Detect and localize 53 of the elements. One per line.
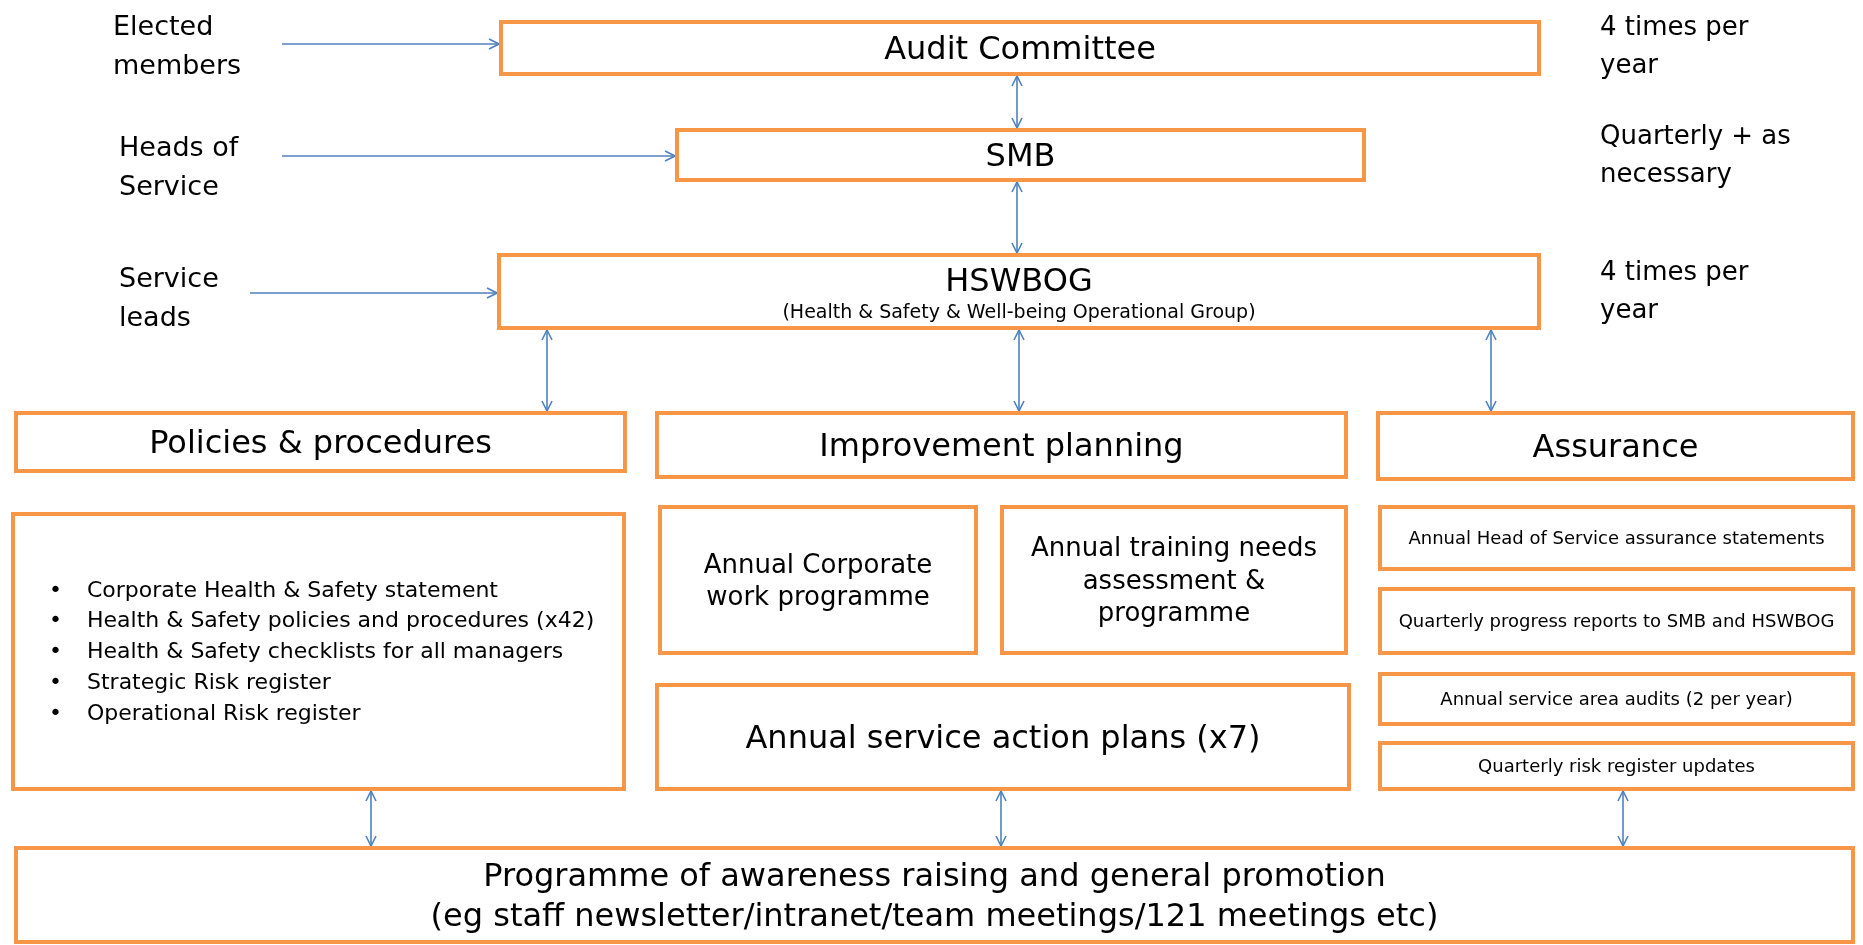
double-arrow [365, 790, 377, 847]
process-box [1378, 587, 1855, 655]
box-title: Annual Corporate work programme [702, 547, 934, 613]
box-title: Audit Committee [883, 28, 1157, 68]
box-title: Programme of awareness raising and general promotion [482, 855, 1387, 895]
double-arrow [995, 790, 1007, 847]
process-box [14, 846, 1855, 944]
double-arrow [541, 329, 553, 412]
role-label: Elected members [113, 4, 282, 86]
box-subtitle: (Health & Safety & Well-being Operational Group) [781, 299, 1257, 324]
role-label: Service leads [119, 255, 250, 339]
box-title: Quarterly risk register updates [1477, 754, 1756, 778]
box-title: Annual service area audits (2 per year) [1439, 687, 1794, 711]
process-box [1378, 741, 1855, 791]
list-item: • Corporate Health & Safety statement [49, 575, 499, 604]
double-arrow [1011, 181, 1023, 254]
box-title: Improvement planning [818, 425, 1185, 465]
box-subtitle: (eg staff newsletter/intranet/team meetings/121 meetings etc) [429, 895, 1440, 935]
box-title: Annual training needs assessment & programme [1029, 531, 1319, 629]
list-item: • Operational Risk register [49, 698, 362, 727]
double-arrow [1617, 790, 1629, 847]
list-panel [11, 512, 626, 791]
box-title: HSWBOG [944, 259, 1094, 300]
list-item: • Strategic Risk register [49, 667, 332, 696]
double-arrow [1485, 329, 1497, 412]
box-title: SMB [984, 135, 1057, 175]
frequency-note: 4 times per year [1600, 255, 1750, 326]
box-title: Annual service action plans (x7) [744, 717, 1262, 757]
box-title: Annual Head of Service assurance statements [1407, 526, 1826, 550]
process-box [497, 253, 1541, 330]
list-item: • Health & Safety checklists for all managers [49, 637, 565, 666]
process-box [1000, 505, 1348, 655]
double-arrow [1011, 75, 1023, 129]
double-arrow [1013, 329, 1025, 412]
process-box [1378, 505, 1855, 571]
arrow [281, 38, 500, 50]
arrow [249, 287, 498, 299]
box-title: Quarterly progress reports to SMB and HSWBOG [1397, 609, 1836, 633]
process-box [675, 128, 1366, 182]
frequency-note: Quarterly + as necessary [1600, 119, 1792, 190]
role-label: Heads of Service [119, 124, 282, 208]
list-item: • Health & Safety policies and procedures (x42) [49, 606, 596, 635]
process-box [655, 411, 1348, 479]
frequency-note: 4 times per year [1600, 10, 1750, 81]
process-box [1376, 411, 1855, 481]
box-title: Policies & procedures [148, 422, 493, 462]
process-box [655, 683, 1351, 791]
process-box [1378, 672, 1855, 726]
box-title: Assurance [1531, 426, 1700, 466]
process-box [14, 411, 627, 473]
process-box [658, 505, 978, 655]
process-box [499, 20, 1541, 76]
arrow [281, 150, 676, 162]
